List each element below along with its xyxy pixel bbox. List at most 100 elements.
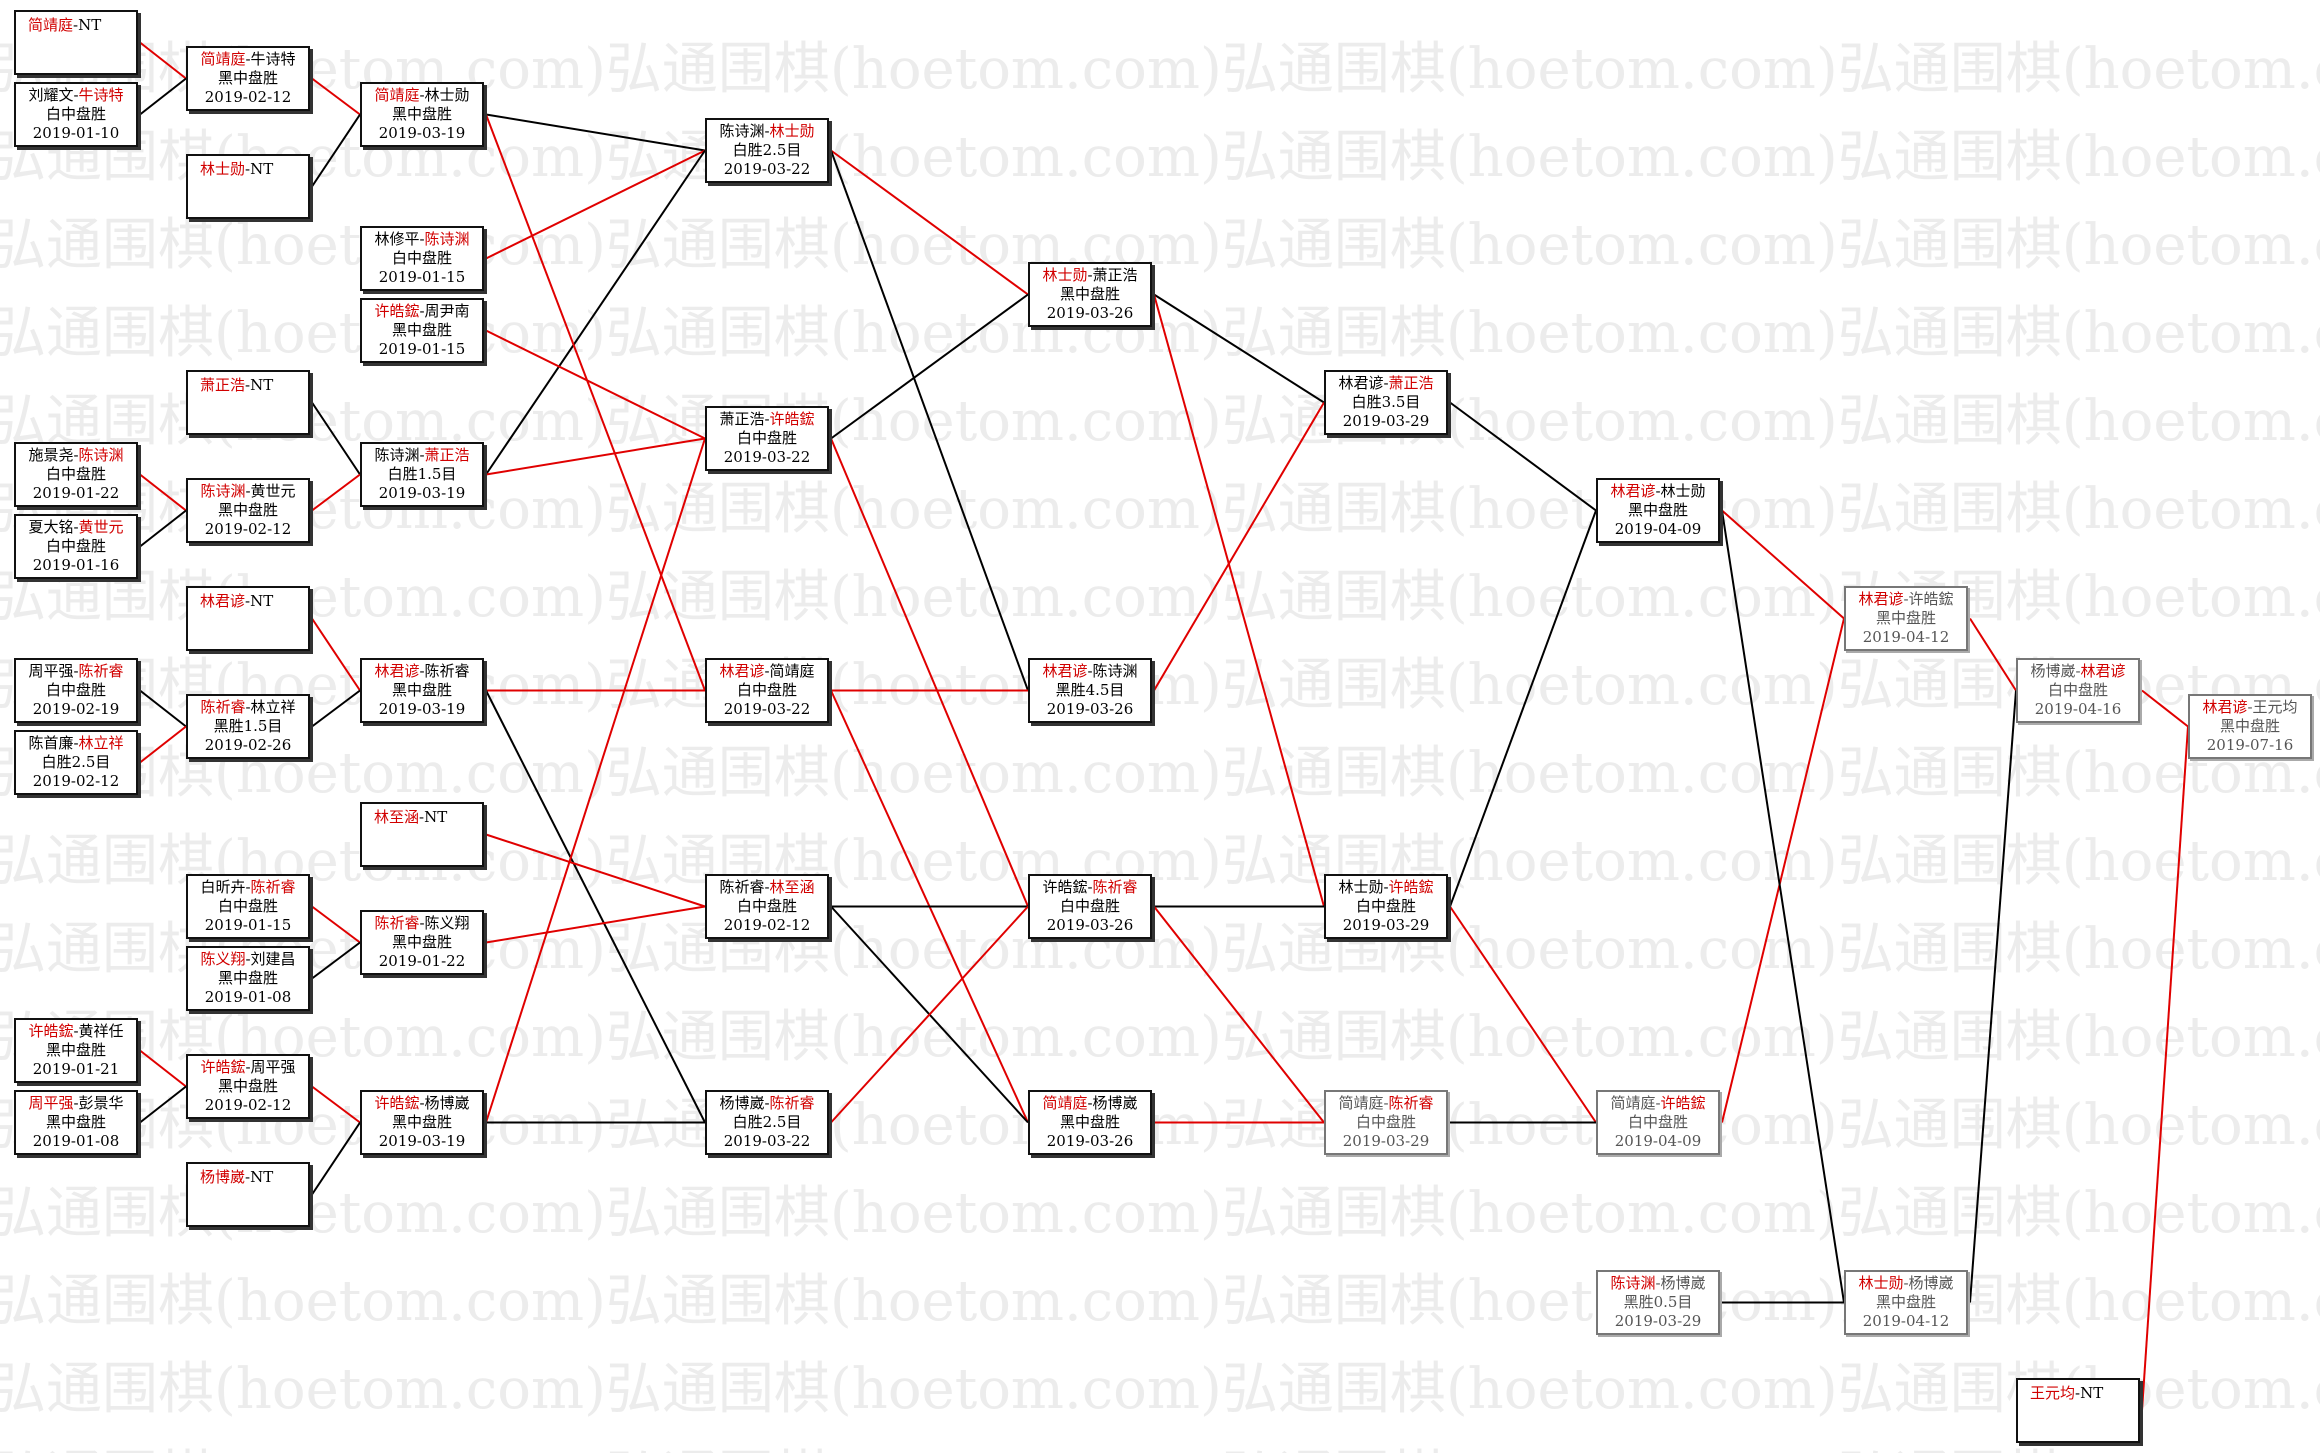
winner-link [485, 114, 706, 691]
player-separator: - [73, 662, 79, 680]
player-1: 许皓鋐 [200, 1058, 246, 1076]
match-date: 2019-03-22 [723, 700, 811, 718]
player-separator: - [1087, 266, 1093, 284]
loser-link [311, 689, 361, 728]
player-separator: - [2075, 1384, 2081, 1402]
loser-link [485, 149, 706, 476]
player-1: 杨博崴 [719, 1094, 765, 1112]
match-node[interactable]: 林君谚-NT [186, 586, 310, 651]
match-players: 陈诗渊-萧正浩 [362, 446, 482, 465]
player-2: 林士勋 [769, 122, 815, 140]
player-separator: - [245, 50, 251, 68]
match-node[interactable]: 王元均-NT [2016, 1378, 2140, 1443]
match-result: 白中盘胜 [736, 897, 797, 915]
match-date: 2019-03-29 [1342, 412, 1430, 430]
player-separator: - [245, 878, 251, 896]
winner-link [485, 437, 706, 476]
player-2: NT [250, 376, 274, 394]
player-2: 林士勋 [1660, 482, 1706, 500]
player-1: 林君谚 [719, 662, 765, 680]
match-players: 萧正浩-NT [200, 376, 308, 395]
match-node[interactable]: 萧正浩-NT [186, 370, 310, 435]
player-2: 杨博崴 [1908, 1274, 1954, 1292]
player-separator: - [245, 698, 251, 716]
player-separator: - [419, 808, 425, 826]
player-2: 许皓鋐 [769, 410, 815, 428]
player-2: 陈诗渊 [78, 446, 124, 464]
match-result: 黑中盘胜 [391, 321, 452, 339]
match-date: 2019-03-22 [723, 448, 811, 466]
winner-link [139, 725, 187, 764]
match-result: 黑中盘胜 [2219, 717, 2280, 735]
match-node[interactable]: 林至涵-NT [360, 802, 484, 867]
match-node[interactable]: 杨博崴-NT [186, 1162, 310, 1227]
watermark-text: 弘通围棋(hoetom.com)弘通围棋(hoetom.com)弘通围棋(hoe… [0, 1181, 2320, 1246]
player-2: 黄世元 [250, 482, 296, 500]
winner-link [2141, 726, 2189, 1411]
player-1: 林士勋 [1858, 1274, 1904, 1292]
match-players: 简靖庭-陈祈睿 [1326, 1094, 1446, 1113]
match-date: 2019-02-19 [32, 700, 120, 718]
player-2: 陈祈睿 [1388, 1094, 1434, 1112]
winner-link [311, 77, 361, 116]
match-players: 陈祈睿-陈义翔 [362, 914, 482, 933]
loser-link [139, 77, 187, 116]
player-separator: - [245, 376, 251, 394]
player-2: NT [2080, 1384, 2104, 1402]
match-node[interactable]: 林士勋-NT [186, 154, 310, 219]
winner-link [311, 1085, 361, 1124]
player-separator: - [245, 1058, 251, 1076]
match-date: 2019-01-15 [378, 268, 466, 286]
match-result: 黑中盘胜 [217, 969, 278, 987]
player-2: NT [250, 1168, 274, 1186]
player-1: 林修平 [374, 230, 420, 248]
player-1: 陈诗渊 [374, 446, 420, 464]
player-2: 周平强 [250, 1058, 296, 1076]
match-node[interactable]: 简靖庭-NT [14, 10, 138, 75]
player-2: 萧正浩 [1092, 266, 1138, 284]
player-separator: - [2247, 698, 2253, 716]
match-players: 林士勋-NT [200, 160, 308, 179]
match-result: 白中盘胜 [2047, 681, 2108, 699]
